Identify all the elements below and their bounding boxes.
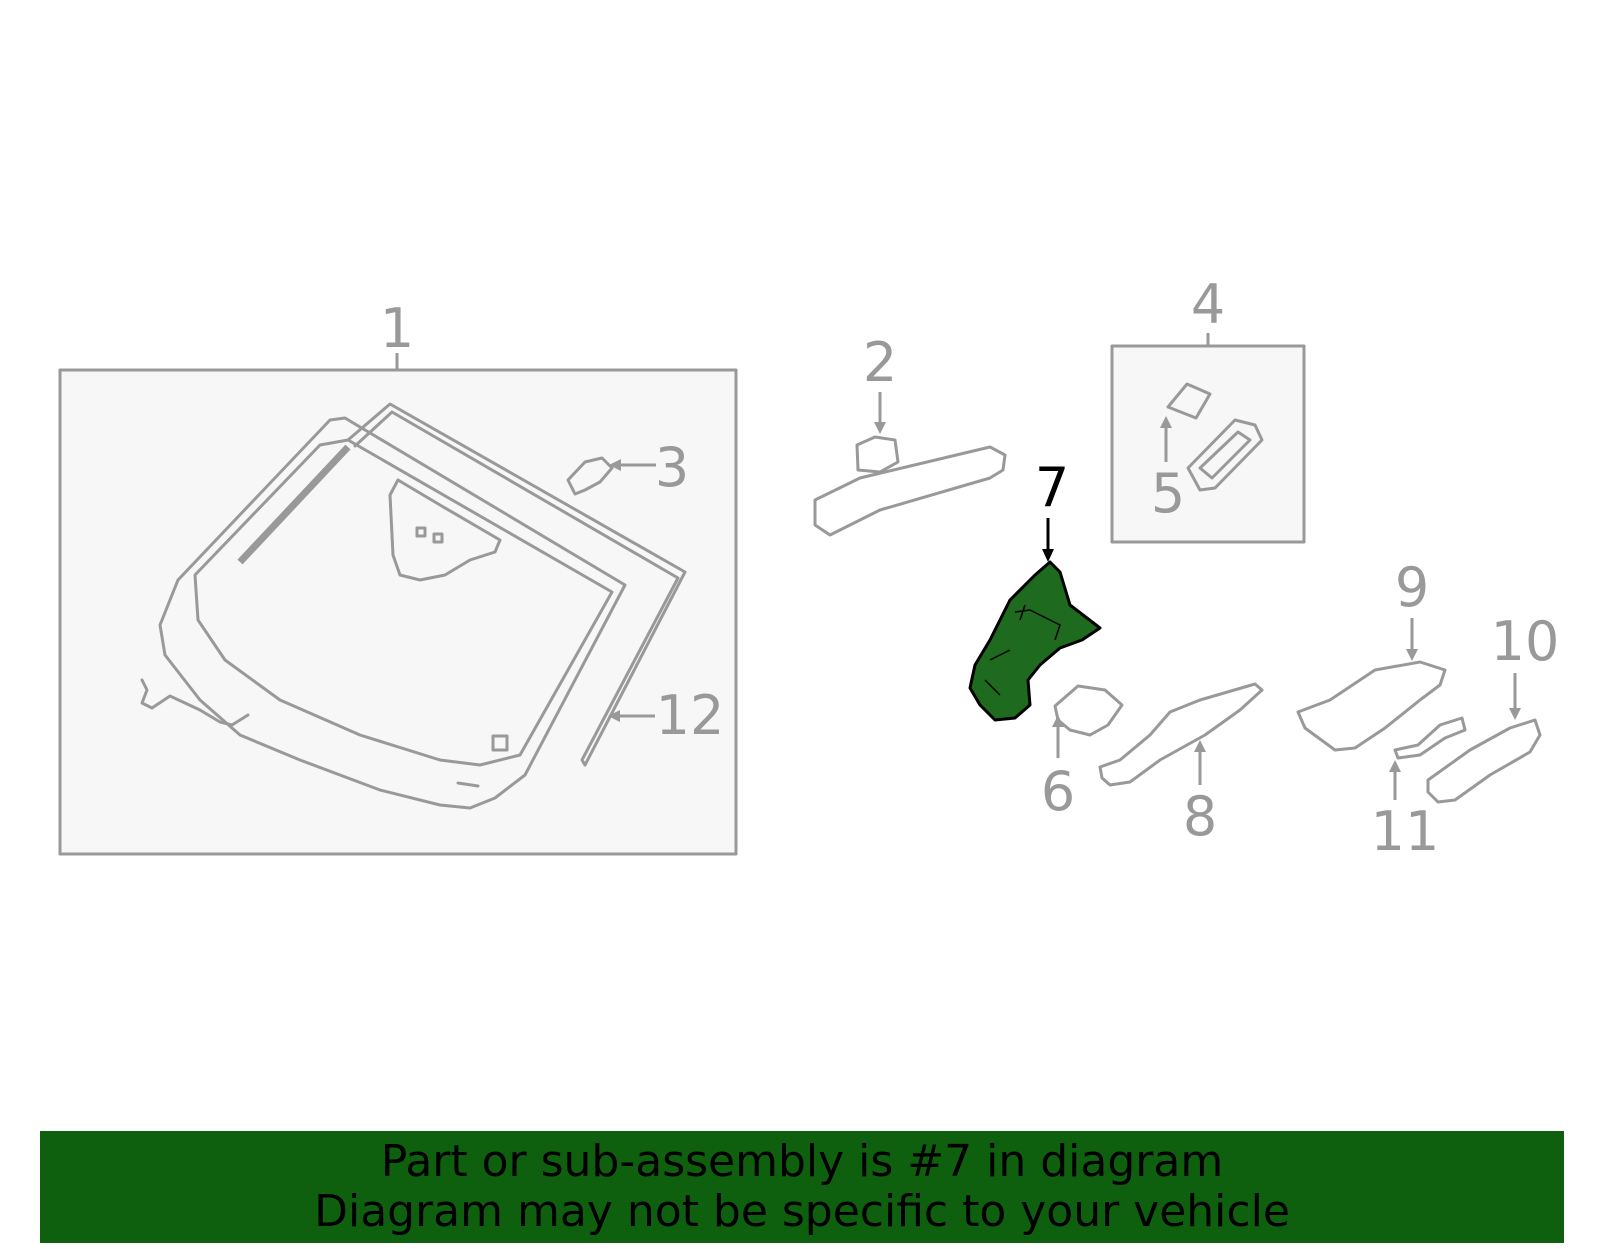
heater-strip: [237, 444, 351, 565]
part-10-lamp: [1426, 718, 1542, 804]
banner-line-2: Diagram may not be specific to your vehi…: [314, 1186, 1290, 1237]
callout-8[interactable]: 8: [1183, 785, 1217, 848]
part-7-cover[interactable]: [968, 560, 1102, 722]
part-1-windshield-group[interactable]: 1 12 3: [58, 297, 738, 856]
callout-3-arrowhead: [609, 459, 621, 471]
callout-7[interactable]: 7: [1035, 456, 1069, 519]
callout-6-arrowhead: [1052, 715, 1064, 727]
callout-8-arrowhead: [1194, 740, 1206, 752]
banner-line-1: Part or sub-assembly is #7 in diagram: [380, 1136, 1224, 1187]
mirror-mount: [855, 435, 900, 474]
callout-3[interactable]: 3: [655, 436, 689, 499]
callout-2[interactable]: 2: [863, 331, 897, 394]
part-4-light-housing: [1186, 418, 1264, 492]
glass-mark: [456, 781, 480, 788]
part-6-bracket: [1053, 684, 1124, 737]
callout-9-arrowhead: [1406, 649, 1418, 661]
callout-1[interactable]: 1: [380, 297, 414, 360]
part-9-group[interactable]: 9: [1296, 556, 1447, 752]
mirror-body: [813, 445, 1007, 537]
callout-5[interactable]: 5: [1151, 462, 1185, 525]
part-10-group[interactable]: 10: [1426, 610, 1560, 804]
callout-10[interactable]: 10: [1491, 610, 1560, 673]
part-9-bracket: [1296, 660, 1447, 752]
part-7-highlighted-group[interactable]: 7: [968, 456, 1102, 722]
callout-11-arrowhead: [1389, 760, 1401, 772]
callout-7-arrowhead: [1042, 549, 1054, 562]
part-7-detail: [984, 604, 1061, 696]
callout-12-arrowhead: [608, 710, 620, 722]
part-8-trim: [1098, 682, 1264, 787]
part-4-lens: [1198, 430, 1252, 480]
callout-12[interactable]: 12: [656, 684, 725, 747]
group-box-1: [58, 368, 738, 856]
part-8-group[interactable]: 8: [1098, 682, 1264, 848]
glass-label: [491, 734, 509, 752]
sensor-window-a: [415, 526, 427, 538]
group-box-4: [1110, 344, 1306, 544]
callout-6[interactable]: 6: [1041, 760, 1075, 823]
part-12-moulding: [346, 402, 687, 767]
part-2-mirror-group[interactable]: 2: [813, 331, 1007, 537]
mirror-mount-patch: [388, 478, 502, 582]
part-5-cover: [1166, 382, 1212, 420]
windshield-inner-edge: [193, 438, 614, 767]
info-banner: Part or sub-assembly is #7 in diagram Di…: [40, 1131, 1564, 1243]
windshield-harness: [140, 678, 250, 727]
part-4-group[interactable]: 4 5: [1110, 273, 1306, 544]
part-11-group[interactable]: 11: [1371, 716, 1467, 863]
windshield-glass: [158, 416, 627, 810]
part-6-group[interactable]: 6: [1041, 684, 1124, 823]
part-3-sensor: [566, 456, 614, 496]
callout-10-arrowhead: [1509, 708, 1521, 720]
callout-11[interactable]: 11: [1371, 800, 1440, 863]
callout-2-arrowhead: [874, 422, 886, 434]
callout-4[interactable]: 4: [1191, 273, 1225, 336]
sensor-window-b: [432, 532, 444, 544]
part-11-harness: [1393, 716, 1467, 760]
callout-5-arrowhead: [1160, 416, 1172, 428]
callout-9[interactable]: 9: [1395, 556, 1429, 619]
